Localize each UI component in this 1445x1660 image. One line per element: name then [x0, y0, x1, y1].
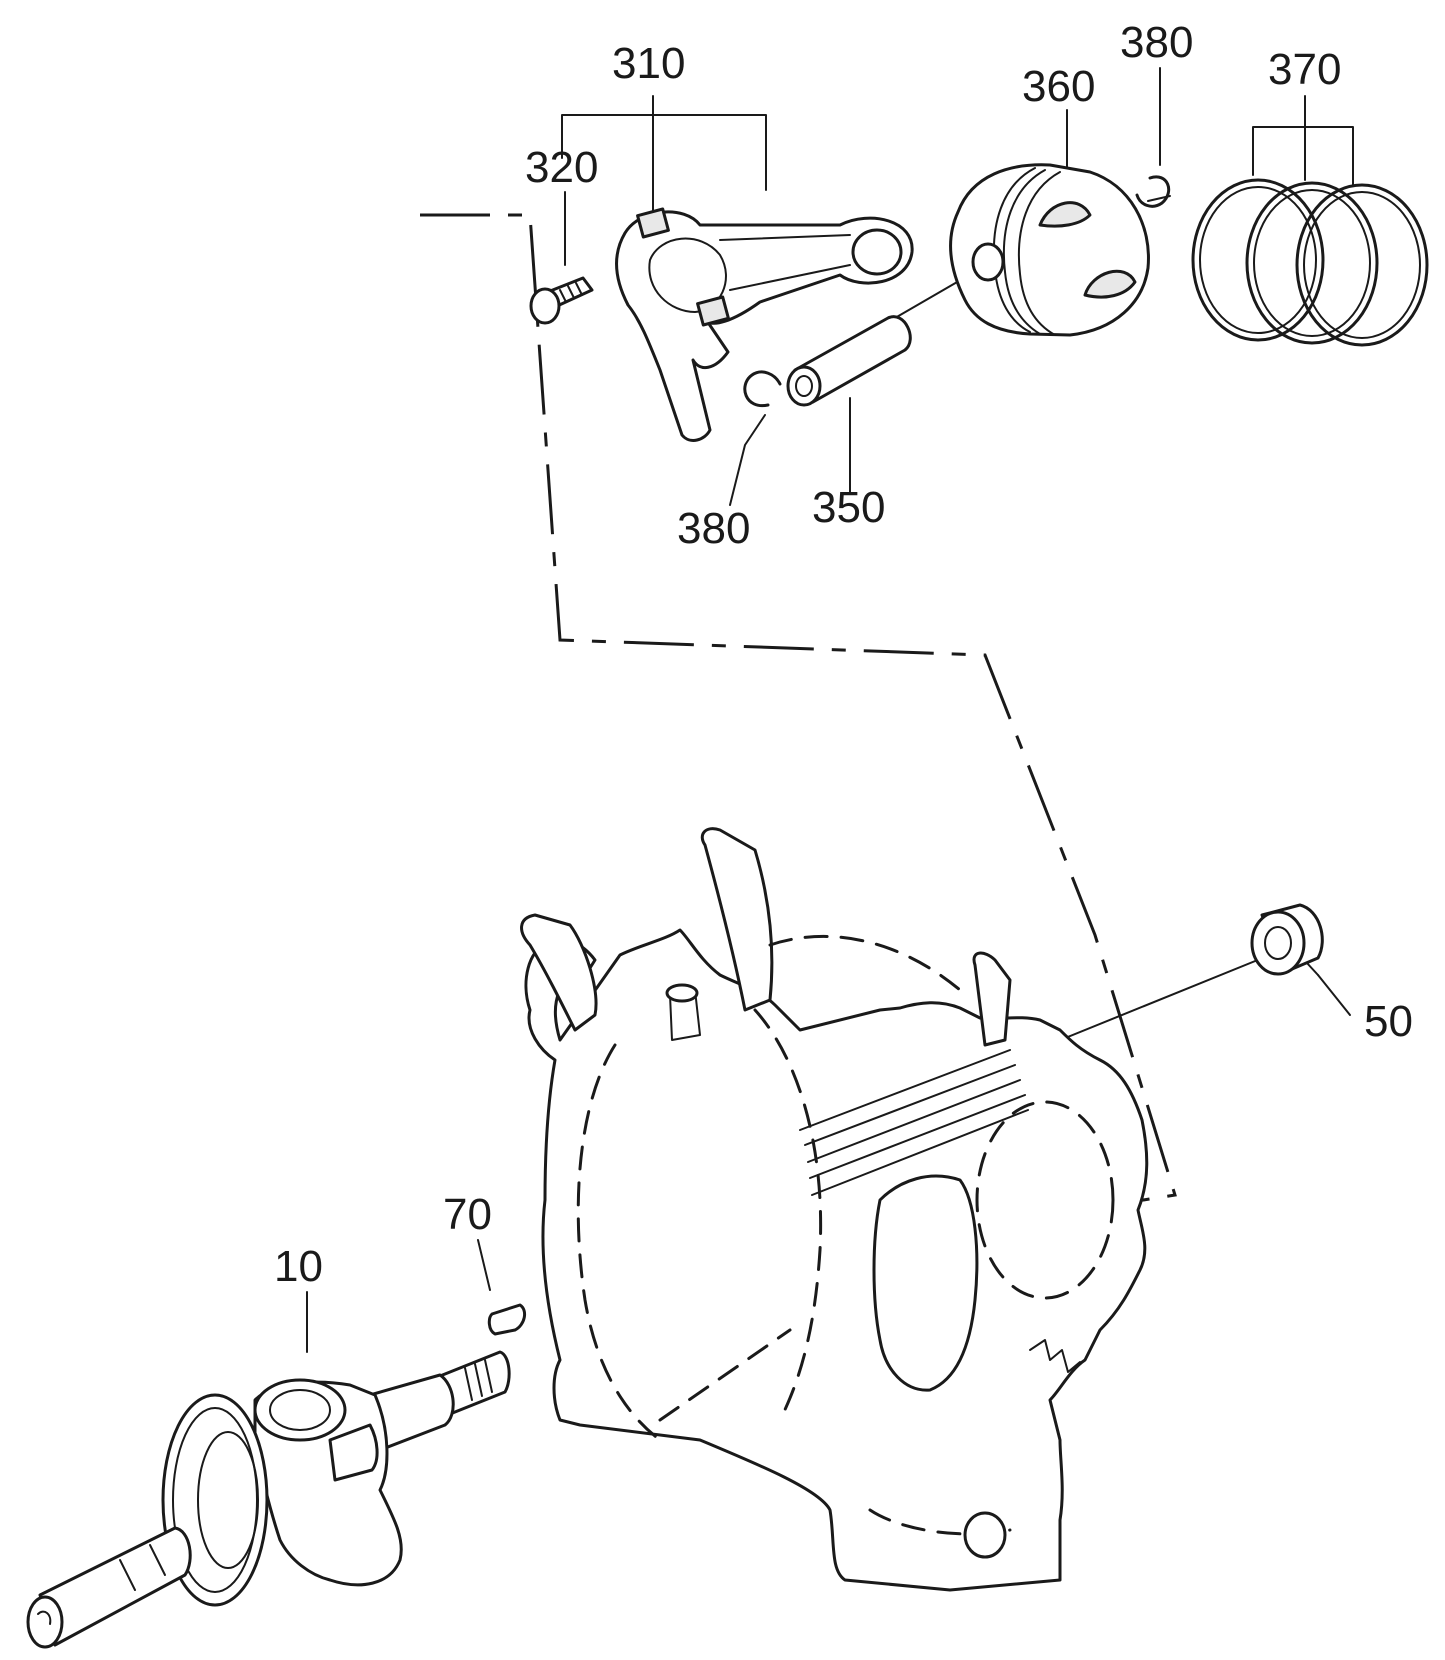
connecting-rod	[615, 207, 914, 442]
label-50: 50	[1364, 997, 1413, 1046]
circlip-bottom	[743, 370, 782, 408]
piston-pin	[786, 315, 912, 407]
label-350: 350	[812, 483, 885, 532]
label-380-bottom: 380	[677, 504, 750, 553]
piston	[949, 163, 1150, 337]
piston-rings	[1191, 178, 1429, 347]
connecting-rod-bolt	[529, 276, 594, 325]
label-360: 360	[1022, 62, 1095, 111]
label-10: 10	[274, 1242, 323, 1291]
label-70: 70	[443, 1190, 492, 1239]
nut	[1250, 903, 1324, 976]
woodruff-key	[487, 1303, 527, 1336]
label-370: 370	[1268, 45, 1341, 94]
engine-block	[520, 827, 1149, 1592]
label-310: 310	[612, 39, 685, 88]
label-380-top: 380	[1120, 18, 1193, 67]
circlip-top	[1135, 175, 1171, 208]
crankshaft	[26, 1350, 511, 1649]
